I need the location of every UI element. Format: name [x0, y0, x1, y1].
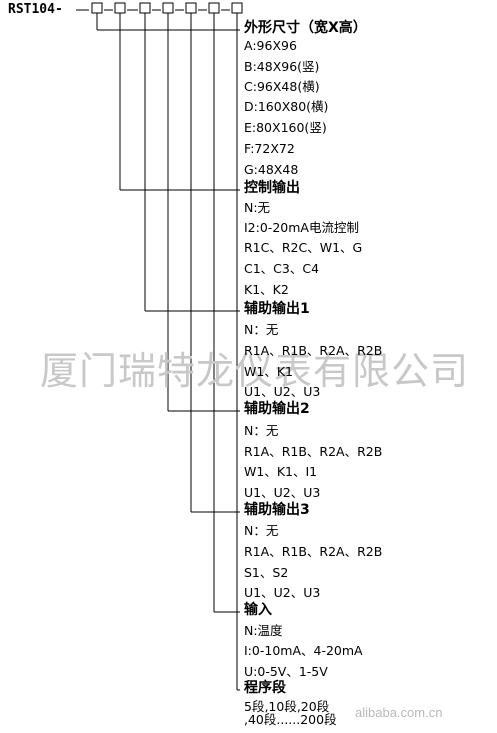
- option-text: N：无: [244, 523, 279, 538]
- option-text: N：无: [244, 322, 279, 337]
- group-heading: 输入: [244, 602, 272, 618]
- group-heading: 辅助输出3: [244, 502, 310, 518]
- group-heading: 辅助输出1: [244, 301, 310, 317]
- group-heading: 辅助输出2: [244, 401, 310, 417]
- code-slot-box: [231, 2, 243, 14]
- option-text: R1A、R1B、R2A、R2B: [244, 343, 383, 358]
- option-text: N:无: [244, 200, 271, 215]
- watermark-corner: alibaba.com.cn: [355, 705, 443, 720]
- option-text: U:0-5V、1-5V: [244, 664, 328, 679]
- option-text: W1、K1: [244, 364, 293, 379]
- option-text: W1、K1、I1: [244, 464, 318, 479]
- option-text: N：无: [244, 423, 279, 438]
- option-text: U1、U2、U3: [244, 485, 321, 500]
- option-text: R1A、R1B、R2A、R2B: [244, 444, 383, 459]
- option-text: G:48X48: [244, 162, 299, 177]
- option-text: R1C、R2C、W1、G: [244, 240, 363, 255]
- code-slot-box: [139, 2, 151, 14]
- option-text: I:0-10mA、4-20mA: [244, 643, 363, 658]
- model-prefix: RST104-: [8, 2, 63, 17]
- option-text: U1、U2、U3: [244, 384, 321, 399]
- option-text: C1、C3、C4: [244, 261, 320, 276]
- option-text: D:160X80(横): [244, 99, 329, 114]
- option-text: E:80X160(竖): [244, 120, 327, 135]
- code-slot-box: [185, 2, 197, 14]
- group-heading: 外形尺寸（宽X高）: [244, 20, 367, 36]
- watermark: 厦门瑞特龙仪表有限公司: [40, 349, 470, 393]
- option-text: A:96X96: [244, 38, 297, 53]
- code-slot-box: [91, 2, 103, 14]
- option-text: S1、S2: [244, 565, 289, 580]
- option-text: U1、U2、U3: [244, 585, 321, 600]
- option-text: N:温度: [244, 623, 283, 638]
- option-text: R1A、R1B、R2A、R2B: [244, 544, 383, 559]
- option-text: K1、K2: [244, 282, 289, 297]
- option-text: F:72X72: [244, 141, 295, 156]
- option-text: ,40段......200段: [244, 712, 337, 727]
- code-slot-box: [208, 2, 220, 14]
- option-text: B:48X96(竖): [244, 59, 320, 74]
- option-text: I2:0-20mA电流控制: [244, 220, 359, 235]
- option-text: 5段,10段,20段: [244, 699, 330, 714]
- option-text: C:96X48(横): [244, 79, 320, 94]
- group-heading: 程序段: [244, 680, 286, 696]
- code-slot-box: [162, 2, 174, 14]
- code-slot-box: [114, 2, 126, 14]
- group-heading: 控制输出: [244, 180, 300, 196]
